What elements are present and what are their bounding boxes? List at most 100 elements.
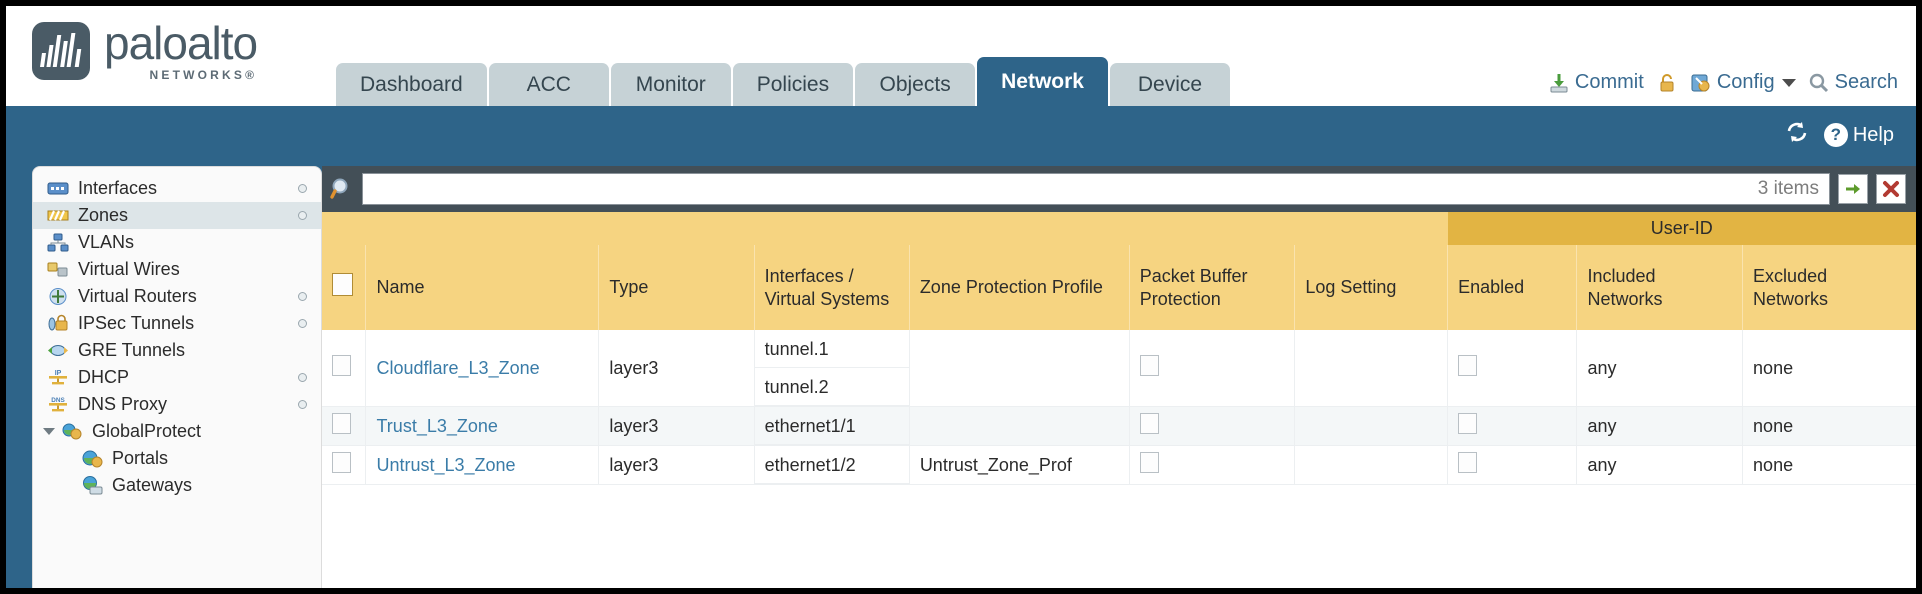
interfaces-icon — [47, 179, 69, 198]
tab-objects[interactable]: Objects — [855, 63, 976, 106]
sidebar-item-dns-proxy[interactable]: DNS DNS Proxy — [33, 391, 321, 418]
zones-icon — [47, 206, 69, 225]
col-header-packet-buffer-protection[interactable]: Packet Buffer Protection — [1128, 245, 1295, 330]
zone-name-cell: Untrust_L3_Zone — [365, 445, 599, 485]
zones-table-head: User-ID Name Type Interfaces / Virtual S… — [322, 212, 1916, 330]
sidebar-item-status-dot — [298, 184, 307, 193]
userid-enabled-checkbox[interactable] — [1458, 413, 1478, 434]
col-header-interfaces[interactable]: Interfaces / Virtual Systems — [753, 245, 910, 330]
packet-buffer-protection-cell — [1128, 330, 1295, 407]
group-header-spacer — [322, 212, 1448, 245]
apply-filter-button[interactable] — [1838, 174, 1868, 204]
sidebar-item-vlans[interactable]: VLANs — [33, 229, 321, 256]
lock-icon[interactable] — [1656, 72, 1678, 94]
select-all-header — [322, 245, 366, 330]
zone-name-link[interactable]: Untrust_L3_Zone — [376, 454, 516, 475]
userid-enabled-cell — [1447, 445, 1577, 485]
sidebar-item-virtual-wires[interactable]: Virtual Wires — [33, 256, 321, 283]
sidebar-item-label: GlobalProtect — [92, 421, 202, 441]
clear-filter-button[interactable] — [1876, 174, 1906, 204]
log-setting-cell — [1294, 445, 1448, 485]
chevron-down-icon[interactable] — [1781, 78, 1796, 87]
zone-name-cell: Trust_L3_Zone — [365, 406, 599, 446]
tab-policies[interactable]: Policies — [732, 63, 854, 106]
col-header-included-networks[interactable]: Included Networks — [1576, 245, 1743, 330]
sidebar-item-gre-tunnels[interactable]: GRE Tunnels — [33, 337, 321, 364]
search-button[interactable]: Search — [1808, 71, 1898, 94]
select-all-checkbox[interactable] — [332, 273, 353, 296]
sidebar-item-label: Virtual Routers — [78, 286, 197, 306]
config-label: Config — [1716, 71, 1775, 93]
col-header-excluded-networks[interactable]: Excluded Networks — [1742, 245, 1916, 330]
sidebar-item-label: DNS Proxy — [78, 394, 168, 414]
zone-interface-item: ethernet1/1 — [754, 407, 909, 445]
tab-device[interactable]: Device — [1109, 63, 1230, 106]
zone-name-link[interactable]: Trust_L3_Zone — [376, 415, 498, 436]
commit-icon — [1548, 72, 1570, 94]
dns-proxy-icon: DNS — [47, 395, 69, 414]
row-select-checkbox[interactable] — [332, 355, 351, 376]
sidebar-item-interfaces[interactable]: Interfaces — [33, 175, 321, 202]
sidebar-item-label: Interfaces — [78, 178, 158, 198]
packet-buffer-protection-checkbox[interactable] — [1139, 452, 1159, 473]
sidebar-item-zones[interactable]: Zones — [33, 202, 321, 229]
ipsec-tunnels-icon — [47, 314, 69, 333]
sidebar-item-status-dot — [298, 373, 307, 382]
sidebar-item-globalprotect[interactable]: GlobalProtect — [33, 418, 321, 445]
sidebar-item-label: Virtual Wires — [78, 259, 180, 279]
paloalto-logo[interactable]: paloalto NETWORKS® — [32, 20, 258, 82]
col-header-type[interactable]: Type — [598, 245, 755, 330]
row-select-checkbox[interactable] — [332, 452, 351, 473]
zone-type-cell: layer3 — [598, 330, 755, 407]
zone-type-cell: layer3 — [598, 406, 755, 446]
group-header-userid: User-ID — [1447, 212, 1916, 245]
column-header-row: Name Type Interfaces / Virtual Systems Z… — [322, 245, 1916, 330]
search-filter-icon[interactable] — [330, 177, 354, 201]
commit-button[interactable]: Commit — [1548, 71, 1644, 94]
zone-name-link[interactable]: Cloudflare_L3_Zone — [376, 357, 540, 378]
tab-acc[interactable]: ACC — [488, 63, 609, 106]
userid-enabled-checkbox[interactable] — [1458, 452, 1478, 473]
packet-buffer-protection-cell — [1128, 406, 1295, 446]
included-networks-cell: any — [1576, 445, 1743, 485]
zone-protection-profile-cell — [908, 330, 1130, 407]
sidebar-item-label: Gateways — [112, 475, 193, 495]
col-header-name[interactable]: Name — [365, 245, 599, 330]
col-header-zone-protection-profile[interactable]: Zone Protection Profile — [908, 245, 1130, 330]
zone-interface-item: ethernet1/2 — [754, 446, 909, 484]
gateways-icon — [81, 476, 103, 495]
sidebar-item-gateways[interactable]: Gateways — [33, 472, 321, 499]
tab-monitor[interactable]: Monitor — [610, 63, 731, 106]
zone-protection-profile-cell: Untrust_Zone_Prof — [908, 445, 1130, 485]
sidebar-item-virtual-routers[interactable]: Virtual Routers — [33, 283, 321, 310]
dhcp-icon: IP — [47, 368, 69, 387]
tab-network[interactable]: Network — [977, 57, 1108, 106]
refresh-icon[interactable] — [1784, 120, 1810, 150]
sidebar-item-portals[interactable]: Portals — [33, 445, 321, 472]
svg-text:IP: IP — [55, 370, 62, 377]
zone-interface-item: tunnel.2 — [754, 368, 909, 406]
config-button[interactable]: Config — [1690, 71, 1796, 94]
sidebar-item-ipsec-tunnels[interactable]: IPSec Tunnels — [33, 310, 321, 337]
tab-dashboard[interactable]: Dashboard — [336, 63, 487, 106]
packet-buffer-protection-checkbox[interactable] — [1139, 355, 1159, 376]
search-input[interactable]: 3 items — [362, 173, 1830, 205]
row-select-checkbox[interactable] — [332, 413, 351, 434]
userid-enabled-checkbox[interactable] — [1458, 355, 1478, 376]
vlans-icon — [47, 233, 69, 252]
log-setting-cell — [1294, 330, 1448, 407]
tree-expand-icon[interactable] — [43, 428, 55, 435]
sidebar-item-status-dot — [298, 211, 307, 220]
col-header-log-setting[interactable]: Log Setting — [1294, 245, 1448, 330]
col-header-enabled[interactable]: Enabled — [1447, 245, 1577, 330]
packet-buffer-protection-checkbox[interactable] — [1139, 413, 1159, 434]
included-networks-cell: any — [1576, 406, 1743, 446]
help-button[interactable]: ? Help — [1823, 123, 1894, 147]
group-header-row: User-ID — [322, 212, 1916, 245]
packet-buffer-protection-cell — [1128, 445, 1295, 485]
